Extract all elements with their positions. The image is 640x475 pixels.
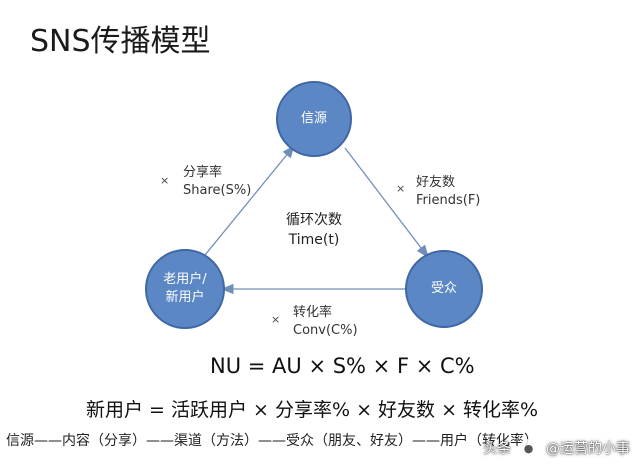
- cycle-count-label-en: Time(t): [288, 231, 340, 248]
- share-rate-label-en: Share(S%): [183, 182, 252, 198]
- friends-label-en: Friends(F): [416, 192, 481, 208]
- share-rate-label-cn: 分享率: [183, 165, 223, 180]
- node-old-user-label-line1: 老用户/: [163, 272, 207, 288]
- conversion-label-cn: 转化率: [293, 305, 333, 320]
- friends-multiplier: ×: [396, 182, 406, 195]
- formula-chinese: 新用户 = 活跃用户 × 分享率% × 好友数 × 转化率%: [86, 399, 539, 421]
- friends-label-cn: 好友数: [416, 175, 456, 190]
- avatar-icon: ●: [518, 439, 539, 459]
- conversion-multiplier: ×: [271, 313, 281, 326]
- watermark-handle: @运营的小事: [546, 441, 630, 457]
- cycle-count-label-cn: 循环次数: [286, 212, 342, 228]
- propagation-chain: 信源——内容（分享）——渠道（方法）——受众（朋友、好友）——用户（转化率）: [6, 433, 538, 449]
- conversion-label: 转化率 Conv(C%): [293, 304, 358, 339]
- node-old-user-label-line2: 新用户: [165, 290, 205, 305]
- node-source-label: 信源: [300, 111, 327, 127]
- watermark-prefix: 头条: [483, 441, 512, 457]
- watermark: 头条 ● @运营的小事: [483, 438, 630, 459]
- node-source: 信源: [276, 81, 352, 157]
- node-old-user: 老用户/ 新用户: [145, 249, 225, 329]
- share-rate-label: 分享率 Share(S%): [183, 164, 251, 199]
- conversion-label-en: Conv(C%): [293, 322, 358, 338]
- friends-label: 好友数 Friends(F): [416, 174, 480, 209]
- edge-source-to-receiver: [344, 147, 429, 259]
- formula-english: NU = AU × S% × F × C%: [210, 354, 475, 378]
- edge-old-user-to-source: [204, 144, 295, 256]
- node-receiver-label: 受众: [430, 281, 457, 297]
- share-rate-multiplier: ×: [160, 174, 170, 187]
- cycle-count-label: 循环次数 Time(t): [286, 211, 342, 250]
- node-receiver: 受众: [405, 250, 483, 328]
- page-title: SNS传播模型: [30, 24, 211, 59]
